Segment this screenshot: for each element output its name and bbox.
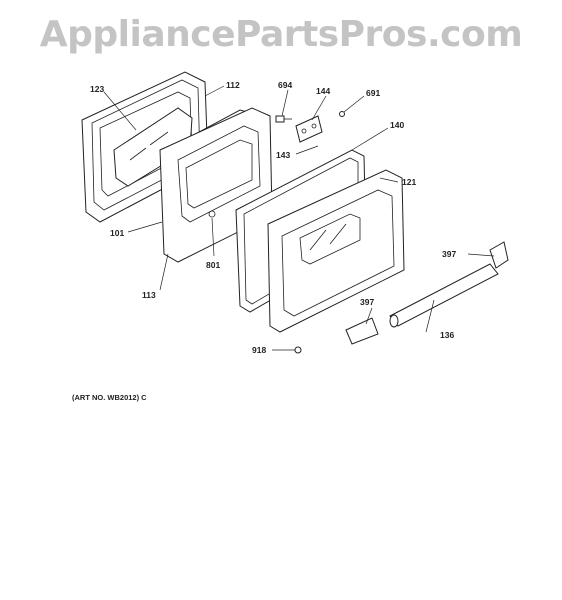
callout-801: 801 [206,260,220,270]
callout-101: 101 [110,228,124,238]
leader-lines [103,85,495,351]
site-watermark: AppliancePartsPros.com [39,14,523,55]
part-144-bracket [295,115,323,143]
part-397-end-cap-left [345,317,379,345]
part-136-handle [389,263,499,328]
callout-397-right: 397 [442,249,456,259]
callout-121: 121 [402,177,416,187]
callout-397-left: 397 [360,297,374,307]
part-121-outer-door [267,169,405,333]
callout-113: 113 [142,290,156,300]
part-694-screw [275,115,292,123]
callout-labels: 123 112 694 144 691 140 143 121 101 801 … [90,80,456,355]
callout-123: 123 [90,84,104,94]
art-number-caption: (ART NO. WB2012) C [72,393,147,402]
callout-112: 112 [226,80,240,90]
callout-691: 691 [366,88,380,98]
part-691-screw [339,111,345,117]
part-397-end-cap-right [489,241,509,269]
part-918-screw [294,346,302,354]
callout-143: 143 [276,150,290,160]
callout-144: 144 [316,86,330,96]
callout-136: 136 [440,330,454,340]
callout-694: 694 [278,80,292,90]
callout-140: 140 [390,120,404,130]
callout-918: 918 [252,345,266,355]
